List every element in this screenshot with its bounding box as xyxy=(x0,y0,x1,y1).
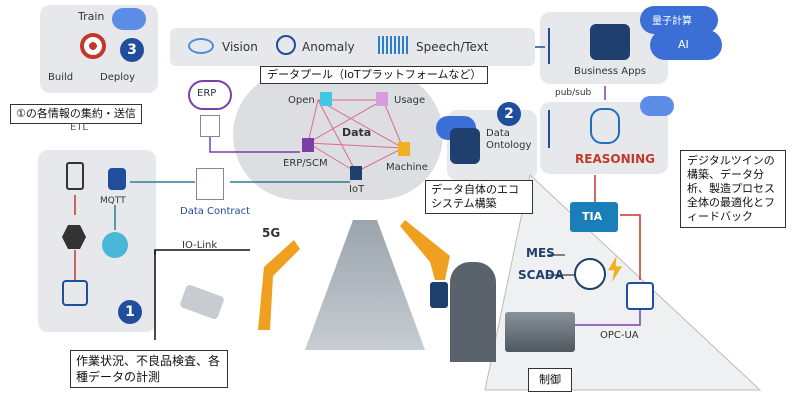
digital-twin-callout: デジタルツインの構築、データ分析、製造プロセス全体の最適化とフィードバック xyxy=(680,150,786,228)
top-bar xyxy=(170,28,535,66)
iot-node-icon xyxy=(350,166,362,180)
chip-icon xyxy=(62,280,88,306)
quantum-label: 量子計算 xyxy=(652,16,692,27)
magnifier-icon xyxy=(276,35,296,55)
deploy-label: Deploy xyxy=(100,72,136,83)
tia-box xyxy=(570,202,618,232)
reasoning-tree-icon xyxy=(548,110,572,148)
erp-cloud xyxy=(188,80,232,110)
ai-chip-icon xyxy=(626,282,654,310)
cloud-icon xyxy=(112,8,146,30)
tia-label: TIA xyxy=(582,210,603,223)
anomaly-label: Anomaly xyxy=(302,40,355,54)
gauge-icon xyxy=(102,232,128,258)
waveform-icon xyxy=(378,36,408,54)
vision-label: Vision xyxy=(222,40,258,54)
ontology-database-icon xyxy=(450,128,480,164)
data-pool-label: データプール（IoTプラットフォームなど） xyxy=(260,66,489,84)
badge-2: 2 xyxy=(497,102,521,126)
mes-label: MES xyxy=(526,246,555,260)
app-logo-icon xyxy=(590,24,630,60)
document-icon xyxy=(200,115,220,137)
erp-scm-node-icon xyxy=(302,138,314,152)
ai-label: AI xyxy=(678,38,689,51)
business-apps-label: Business Apps xyxy=(574,66,647,77)
gear-icon xyxy=(80,33,106,59)
badge-3: 3 xyxy=(120,38,144,62)
erp-scm-label: ERP/SCM xyxy=(283,158,328,169)
measure-callout: 作業状況、不良品検査、各種データの計測 xyxy=(70,350,228,388)
badge-1: 1 xyxy=(118,300,142,324)
contract-document-icon xyxy=(196,168,224,200)
tree-icon xyxy=(548,28,572,64)
plc-device-icon xyxy=(505,312,575,352)
data-pool-panel xyxy=(233,70,443,200)
machine-node-icon xyxy=(398,142,410,156)
data-contract-label: Data Contract xyxy=(180,206,251,217)
brain-bulb-icon xyxy=(590,108,620,144)
database-icon xyxy=(108,168,126,190)
eye-icon xyxy=(188,38,214,54)
open-label: Open xyxy=(288,95,315,106)
io-link-label: IO-Link xyxy=(182,240,218,251)
build-label: Build xyxy=(48,72,74,83)
iot-label: IoT xyxy=(349,184,365,195)
open-node-icon xyxy=(320,92,332,106)
worker-figure xyxy=(450,262,496,362)
data-ontology-label-1: Data Ontology xyxy=(486,128,532,151)
reasoning-cloud-icon xyxy=(640,96,674,116)
usage-node-icon xyxy=(376,92,388,106)
speech-label: Speech/Text xyxy=(416,40,489,54)
pubsub-label: pub/sub xyxy=(555,88,592,98)
opc-ua-label: OPC-UA xyxy=(600,330,639,341)
info-callout: ①の各情報の集約・送信 xyxy=(10,104,142,124)
erp-label: ERP xyxy=(197,88,217,99)
ecosystem-callout: データ自体のエコシステム構築 xyxy=(425,180,533,214)
five-g-label: 5G xyxy=(262,226,281,240)
control-label: 制御 xyxy=(528,368,572,392)
mqtt-label: MQTT xyxy=(100,196,126,206)
server-icon xyxy=(66,162,84,190)
ai-cloud xyxy=(650,30,722,60)
etl-label: ETL xyxy=(70,122,88,133)
reasoning-label: REASONING xyxy=(575,152,655,166)
quantum-cloud xyxy=(640,6,718,34)
scada-label: SCADA xyxy=(518,268,564,282)
tablet-icon xyxy=(430,282,448,308)
usage-label: Usage xyxy=(394,95,426,106)
usb-key-icon xyxy=(574,258,606,290)
train-label: Train xyxy=(78,10,105,23)
hexagon-icon xyxy=(62,225,86,249)
machine-label: Machine xyxy=(386,162,428,173)
data-label: Data xyxy=(342,126,372,139)
